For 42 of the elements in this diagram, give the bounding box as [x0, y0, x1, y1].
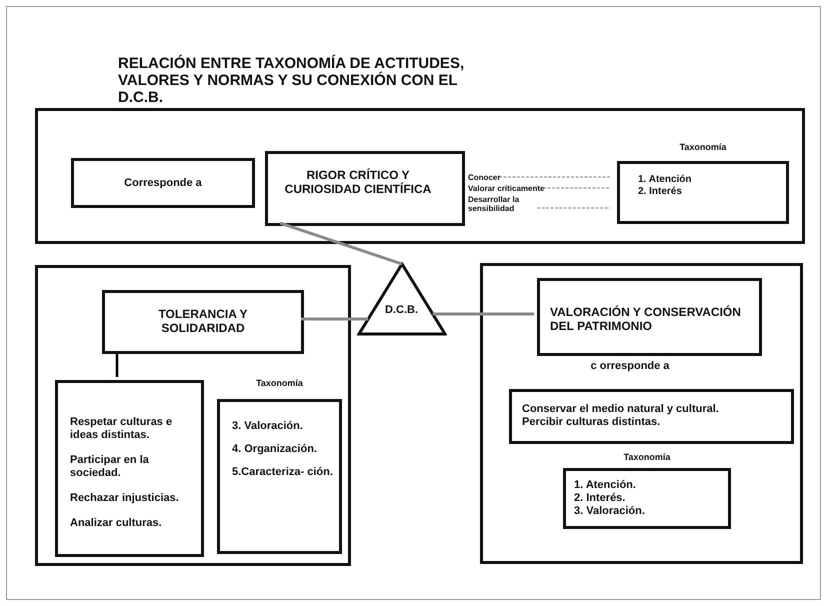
- box-heading: Taxonomía: [678, 141, 728, 153]
- box-heading: Taxonomía: [622, 451, 672, 463]
- box-label: TOLERANCIA Y SOLIDARIDAD: [157, 307, 249, 335]
- text-box: [71, 158, 255, 208]
- note-text: c orresponde a: [590, 360, 670, 373]
- diagram-title: RELACIÓN ENTRE TAXONOMÍA DE ACTITUDES, VALORES Y NORMAS Y SU CONEXIÓN CON EL D.C.B.: [118, 55, 466, 106]
- connector-line: [432, 312, 534, 316]
- verb-label: Conocer: [468, 173, 500, 182]
- list-item: Analizar culturas.: [70, 517, 163, 530]
- panel-box: [35, 108, 805, 244]
- box-heading: Taxonomía: [255, 377, 304, 389]
- list-item: Rechazar injusticias.: [70, 492, 180, 505]
- text-box: [55, 380, 204, 557]
- box-label: Corresponde a: [124, 176, 202, 190]
- list-item: 5.Caracteriza- ción.: [232, 466, 334, 479]
- verb-label: Valorar críticamente: [468, 184, 544, 193]
- list-item: Percibir culturas distintas.: [522, 416, 662, 429]
- text-box: [102, 290, 304, 354]
- list-item: 4. Organización.: [232, 443, 318, 456]
- panel-box: [35, 265, 351, 566]
- list-item: 2. Interés: [638, 186, 683, 198]
- text-box: [509, 389, 794, 444]
- list-item: 1. Atención.: [574, 479, 637, 492]
- connector-line: [301, 318, 368, 320]
- triangle-label: D.C.B.: [385, 304, 418, 316]
- list-item: 3. Valoración.: [232, 420, 304, 433]
- panel-box: [480, 263, 803, 564]
- list-item: Respetar culturas e ideas distintas.: [70, 416, 174, 442]
- list-item: 3. Valoración.: [574, 505, 646, 518]
- dcb-triangle: [357, 262, 447, 336]
- list-item: 1. Atención: [638, 174, 693, 186]
- verb-label: Desarrollar la sensibilidad: [468, 195, 538, 213]
- list-item: Participar en la sociedad.: [70, 454, 150, 480]
- leader-line: [498, 176, 610, 178]
- connector-line: [116, 351, 118, 377]
- box-label: VALORACIÓN Y CONSERVACIÓN DEL PATRIMONIO: [550, 305, 742, 333]
- box-label: RIGOR CRÍTICO Y CURIOSIDAD CIENTÍFICA: [284, 168, 432, 196]
- list-item: Conservar el medio natural y cultural.: [522, 403, 720, 416]
- text-box: [265, 151, 465, 226]
- text-box: [537, 278, 762, 356]
- list-item: 2. Interés.: [574, 492, 626, 505]
- connector-line: [280, 222, 402, 266]
